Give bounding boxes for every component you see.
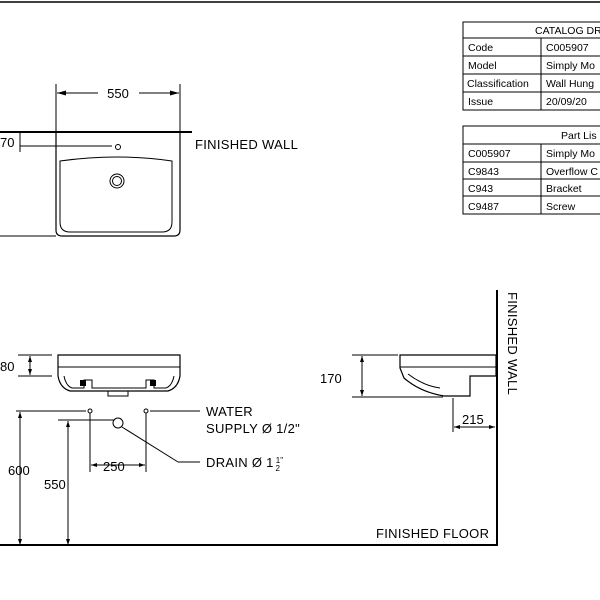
overall-height-dimension: 600: [8, 463, 30, 478]
water-supply-size: SUPPLY Ø 1/2": [206, 421, 300, 436]
catalog-row-value: Simply Mo: [546, 60, 595, 72]
catalog-row-label: Code: [468, 42, 493, 54]
part-code: C9487: [468, 201, 499, 213]
part-code: C005907: [468, 148, 511, 160]
side-height-dimension: 170: [320, 371, 342, 386]
parts-table: Part Lis C005907 Simply Mo C9843 Overflo…: [462, 125, 600, 215]
plan-view: 550 FINISHED WALL 70: [0, 84, 298, 237]
water-supply-label: WATER: [206, 404, 253, 419]
bracket-right-icon: [150, 380, 156, 386]
catalog-title: CATALOG DR: [535, 25, 600, 37]
front-height-dimension: 80: [0, 359, 14, 374]
part-code: C943: [468, 183, 493, 195]
bracket-left-icon: [80, 380, 86, 386]
catalog-table: CATALOG DR Code C005907 Model Simply Mo …: [462, 21, 600, 111]
drain-icon: [109, 173, 125, 189]
water-supply-right-icon: [143, 408, 149, 414]
side-depth-dimension: 215: [462, 412, 484, 427]
side-view: FINISHED WALL 170 215: [320, 290, 520, 546]
finished-floor-label: FINISHED FLOOR: [376, 526, 489, 541]
water-supply-left-icon: [87, 408, 93, 414]
part-code: C9843: [468, 166, 499, 178]
drain-outlet-icon: [112, 417, 124, 429]
supply-spacing-dimension: 250: [103, 459, 125, 474]
width-dimension: 550: [107, 86, 129, 101]
part-name: Overflow C: [546, 166, 598, 178]
finished-wall-label: FINISHED WALL: [195, 137, 298, 152]
part-name: Screw: [546, 201, 576, 213]
part-name: Bracket: [546, 183, 582, 195]
catalog-row-value: Wall Hung: [546, 78, 594, 90]
offset-dimension: 70: [0, 135, 14, 150]
catalog-row-value: 20/09/20: [546, 96, 587, 108]
part-name: Simply Mo: [546, 148, 595, 160]
catalog-row-label: Issue: [468, 96, 493, 108]
catalog-row-value: C005907: [546, 42, 589, 54]
catalog-row-label: Classification: [467, 78, 529, 90]
catalog-row-label: Model: [468, 60, 497, 72]
drain-height-dimension: 550: [44, 477, 66, 492]
finished-wall-side-label: FINISHED WALL: [505, 292, 520, 395]
parts-title: Part Lis: [561, 130, 597, 142]
tap-hole-icon: [115, 144, 121, 150]
